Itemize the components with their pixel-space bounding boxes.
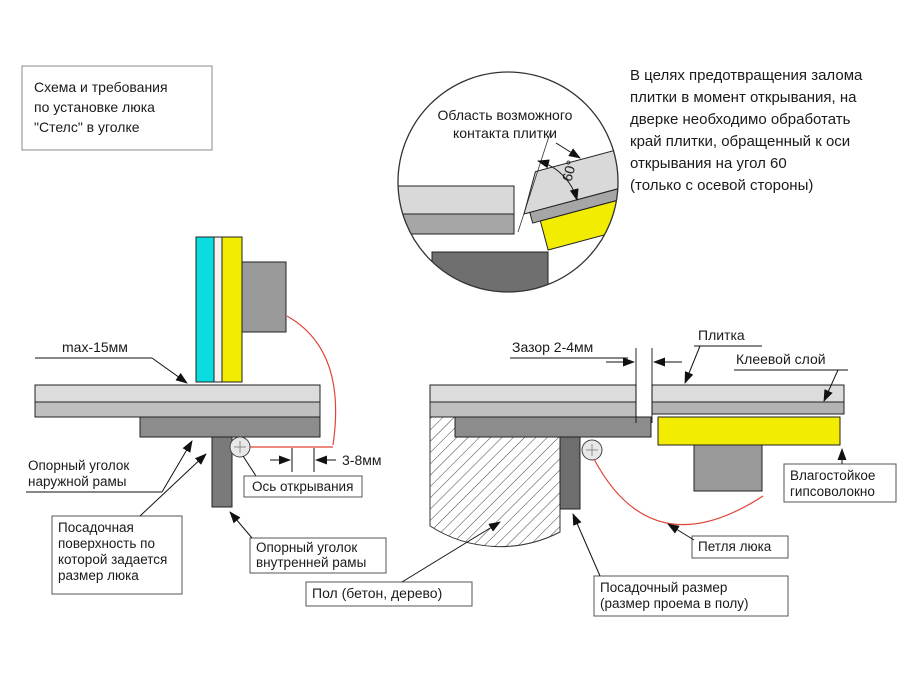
tile-label: Плитка <box>698 327 745 343</box>
seat-size-line-2: (размер проема в полу) <box>600 596 749 611</box>
door-gypsum <box>539 174 618 251</box>
max-15-leader <box>151 357 188 384</box>
angle-label: 60° <box>559 158 580 183</box>
floor-hatch-area <box>429 416 561 548</box>
angle-arc <box>537 159 579 201</box>
seat-size-box <box>593 575 789 617</box>
seat-size-leader <box>572 513 601 577</box>
seating-leader <box>139 453 207 517</box>
floor-label: Пол (бетон, дерево) <box>312 585 442 601</box>
hinge-leader <box>667 523 695 541</box>
note-line-3: дверке необходимо обработать <box>630 111 851 128</box>
outer-corner-line-1: Опорный уголок <box>28 458 129 473</box>
gap-label: Зазор 2-4мм <box>512 339 593 355</box>
fixed-glue-layer <box>398 213 515 235</box>
tile-leader <box>684 345 701 384</box>
door-glue-layer <box>651 401 845 415</box>
title-line-3: "Стелс" в уголке <box>34 119 140 135</box>
slab-tile-band <box>429 384 637 403</box>
detail-view: 60° Область возможного контакта плитки <box>397 71 619 293</box>
door-frame-block <box>241 261 287 333</box>
door-glue-strip <box>213 236 223 383</box>
gypsum-line-2: гипсоволокно <box>790 484 875 499</box>
slab-glue-band <box>429 401 637 418</box>
glue-label: Клеевой слой <box>736 351 826 367</box>
door-gypsum-layer <box>657 416 841 446</box>
hinge-label: Петля люка <box>698 539 772 554</box>
title-box-border <box>21 65 213 151</box>
inner-corner-line-1: Опорный уголок <box>256 540 357 555</box>
slab-tile-band <box>34 384 321 403</box>
fixed-tile-layer <box>398 185 515 215</box>
title-box: Схема и требования по установке люка "Ст… <box>21 65 213 151</box>
detail-circle-outline <box>397 71 619 293</box>
detail-drawing: 60° <box>398 126 618 292</box>
seating-line-1: Посадочная <box>58 520 134 535</box>
note-line-4: край плитки, обращенный к оси <box>630 133 850 150</box>
note-line-6: (только с осевой стороны) <box>630 177 813 194</box>
opening-edge-bar <box>559 436 581 510</box>
seating-line-2: поверхность по <box>58 536 155 551</box>
contact-arrow <box>555 142 581 159</box>
note-line-2: плитки в момент открывания, на <box>630 89 857 106</box>
hinge-label-box <box>691 535 789 559</box>
inner-frame-corner <box>211 436 233 508</box>
seating-line-3: которой задается <box>58 552 167 567</box>
axis-label: Ось открывания <box>252 479 353 494</box>
gap-3-8-label: 3-8мм <box>342 452 381 468</box>
door-gypsum-strip <box>221 236 243 383</box>
outer-corner-line-2: наружной рамы <box>28 474 127 489</box>
glue-leader <box>823 369 839 402</box>
right-diagram: Зазор 2-4мм Плитка Клеевой слой Влагосто… <box>305 327 897 617</box>
seat-size-line-1: Посадочный размер <box>600 580 727 595</box>
note-text: В целях предотвращения залома плитки в м… <box>630 67 863 194</box>
door-tile-layer <box>651 384 845 403</box>
floor-label-box <box>305 581 473 607</box>
note-line-1: В целях предотвращения залома <box>630 67 863 84</box>
axis-box <box>243 475 363 498</box>
contact-label-line-1: Область возможного <box>438 107 573 123</box>
inner-corner-leader <box>229 511 253 539</box>
opening-arc <box>286 315 337 446</box>
door-glue <box>529 163 618 224</box>
axis-leader <box>242 455 257 477</box>
max-15-label: max-15мм <box>62 339 128 355</box>
inner-corner-box <box>249 537 387 574</box>
title-line-1: Схема и требования <box>34 79 168 95</box>
seating-box <box>51 515 183 595</box>
seating-line-4: размер люка <box>58 568 139 583</box>
cut-edge-extension-line <box>517 129 552 233</box>
outer-frame-corner <box>454 416 652 438</box>
hinge-swing-arc <box>593 458 764 526</box>
title-line-2: по установке люка <box>34 99 155 115</box>
left-diagram: 3-8мм max-15мм Опорный уголок наружной р… <box>26 236 387 595</box>
outer-frame-corner <box>139 416 321 438</box>
door-tile-cyan <box>195 236 215 383</box>
floor-leader <box>401 521 501 583</box>
slab-glue-band <box>34 401 321 418</box>
door-frame-block <box>693 444 763 492</box>
gypsum-line-1: Влагостойкое <box>790 468 875 483</box>
inner-corner-line-2: внутренней рамы <box>256 555 366 570</box>
contact-label-line-2: контакта плитки <box>453 125 557 141</box>
outer-corner-leader <box>161 440 193 493</box>
gypsum-box <box>783 463 897 503</box>
note-line-5: открывания на угол 60 <box>630 155 787 172</box>
